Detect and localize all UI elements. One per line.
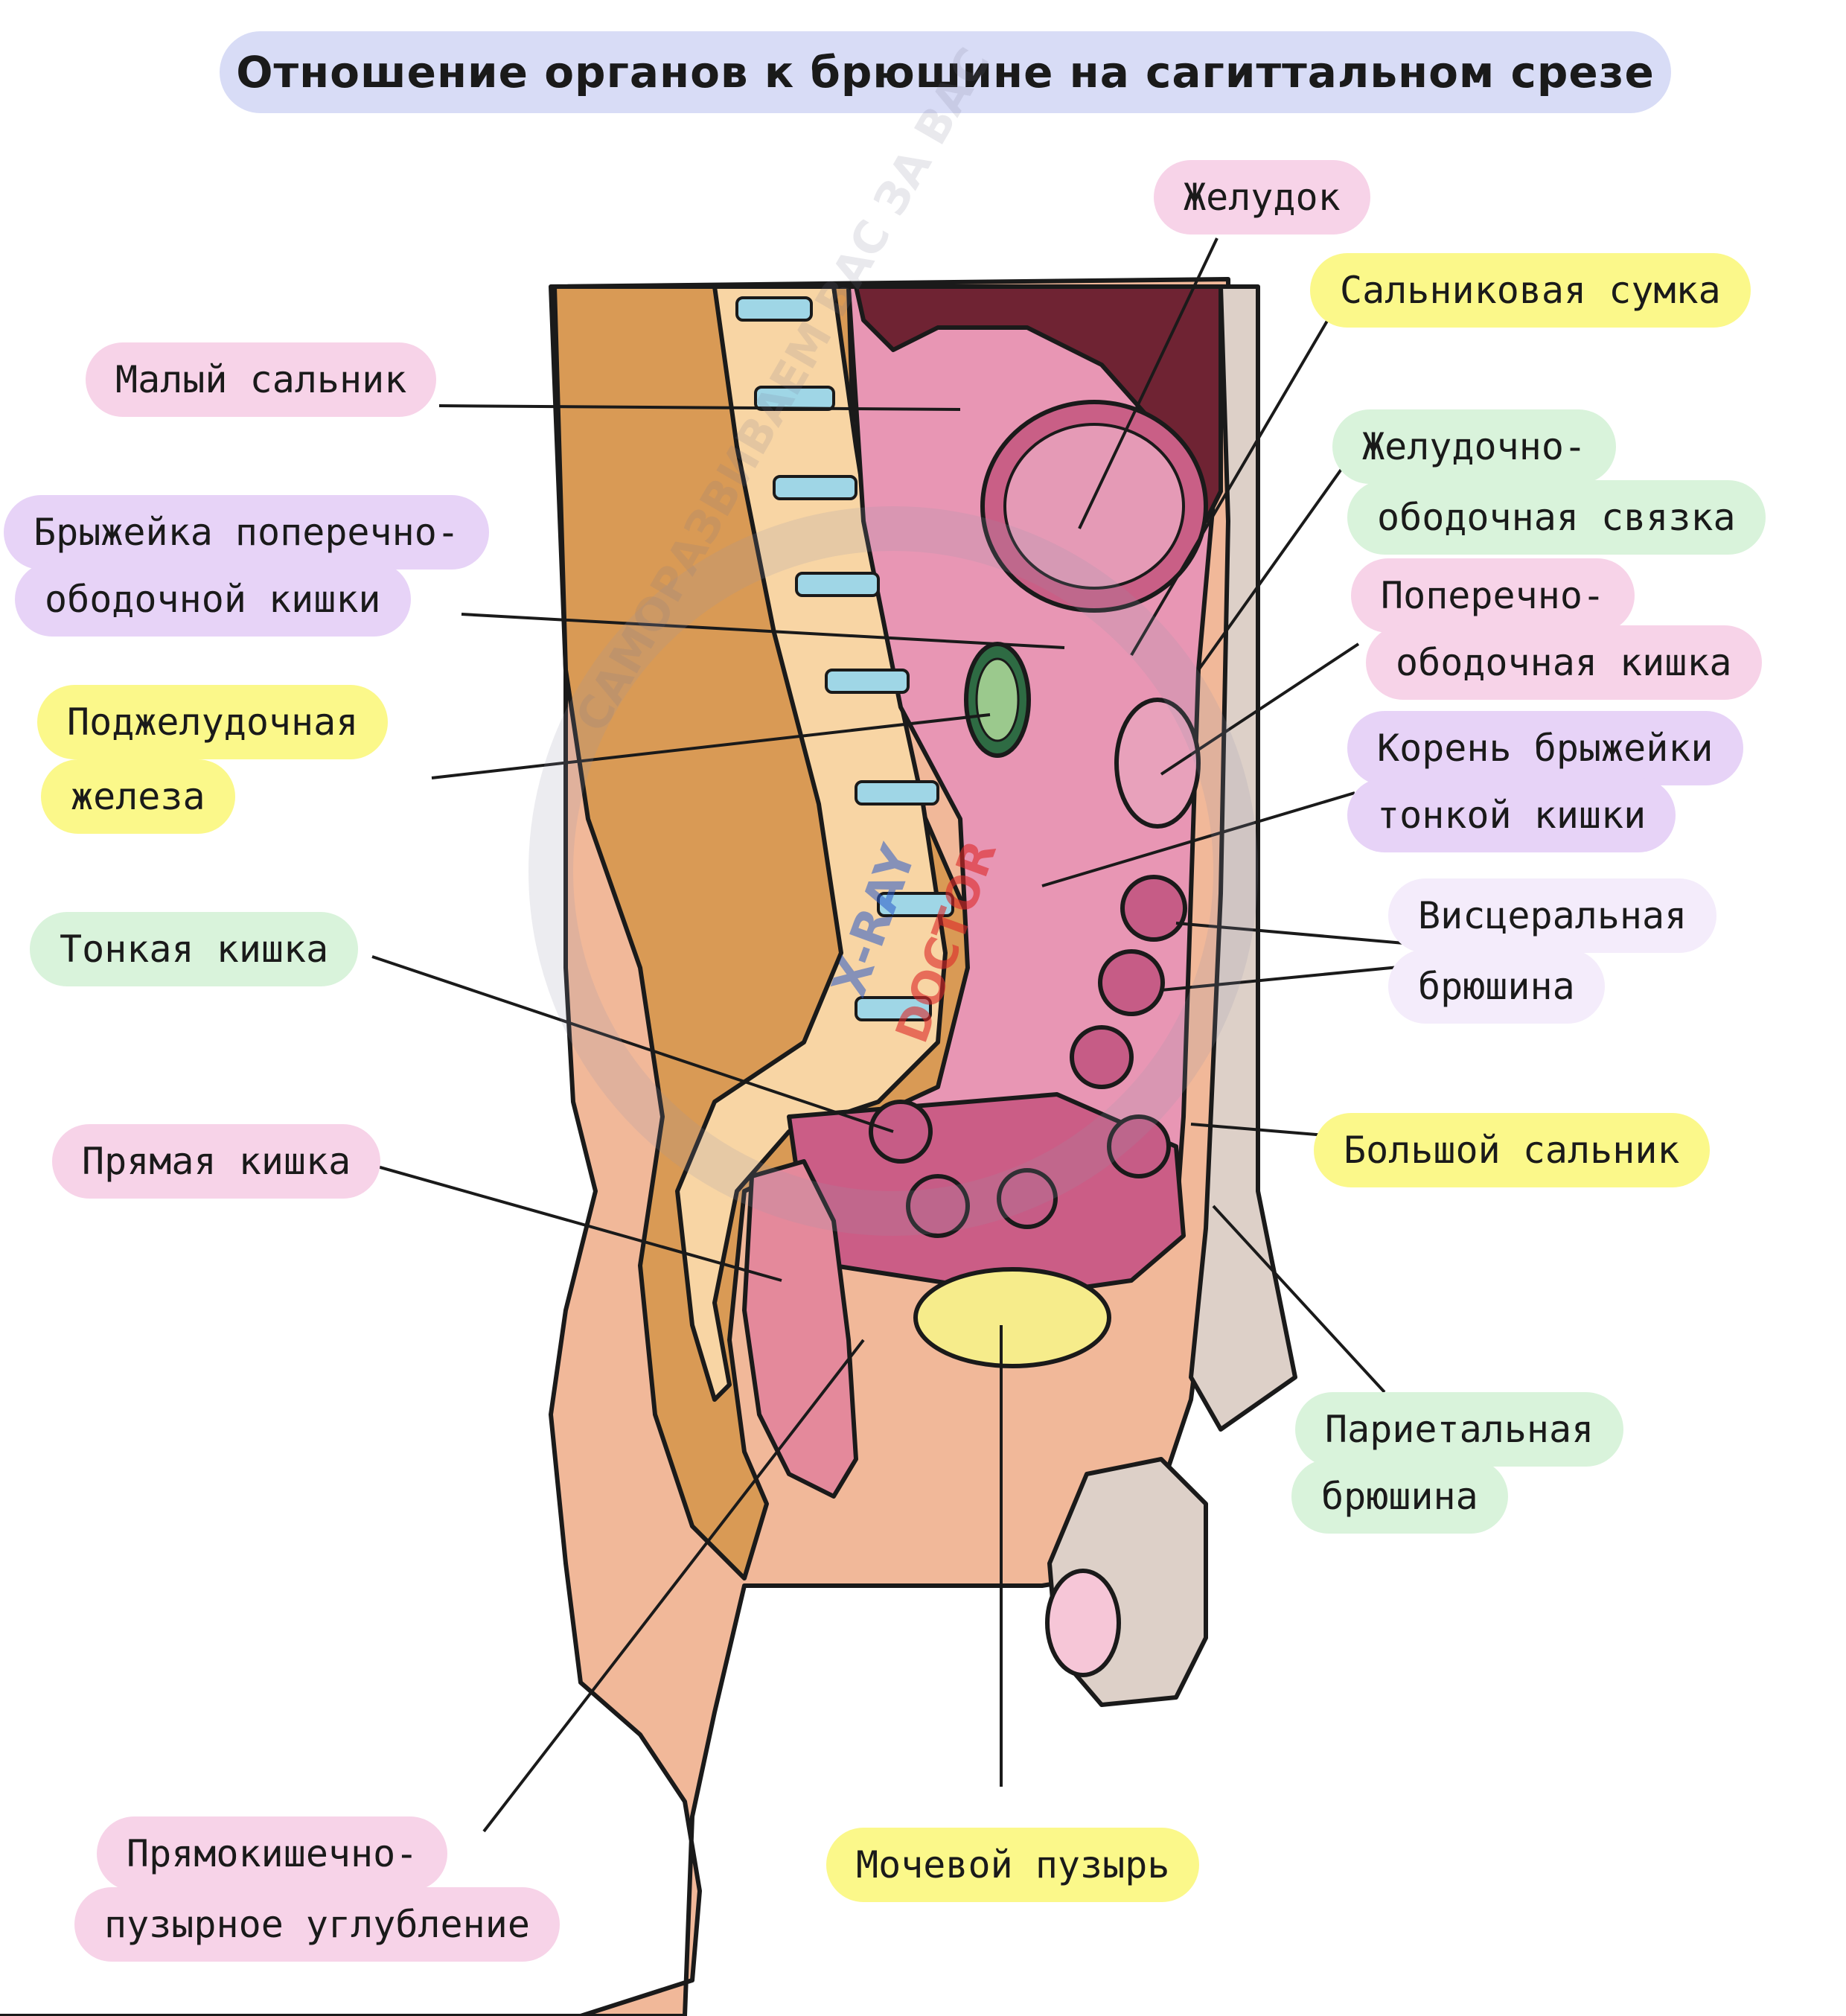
title-pill: Отношение органов к брюшине на сагитталь…: [220, 31, 1671, 113]
label-transverse-colon-1: Поперечно-: [1351, 558, 1635, 633]
label-rectovesical-2: пузырное углубление: [74, 1887, 560, 1962]
label-pancreas-1: Поджелудочная: [37, 685, 389, 759]
label-rectum: Прямая кишка: [52, 1124, 381, 1199]
label-mesentery-root-2: тонкой кишки: [1347, 778, 1676, 852]
label-pancreas-2: железа: [41, 759, 235, 834]
label-parietal-1: Париетальная: [1295, 1392, 1624, 1467]
bladder-organ: [913, 1267, 1111, 1368]
label-mesocolon-1: Брыжейка поперечно-: [4, 495, 489, 570]
liver: [854, 284, 1223, 523]
label-visceral-1: Висцеральная: [1388, 878, 1717, 953]
label-visceral-2: брюшина: [1388, 949, 1605, 1024]
label-gastrocolic-2: ободочная связка: [1347, 480, 1766, 555]
label-transverse-colon-2: ободочная кишка: [1366, 625, 1762, 700]
small-intestine-loops: [869, 875, 1187, 1238]
label-parietal-2: брюшина: [1291, 1459, 1508, 1534]
label-mesocolon-2: ободочной кишки: [15, 562, 411, 637]
label-greater-omentum: Большой сальник: [1314, 1113, 1710, 1187]
leader-lines: [371, 237, 1430, 1833]
page-title: Отношение органов к брюшине на сагитталь…: [236, 47, 1655, 98]
anterior-abdominal-wall: [1189, 284, 1297, 1432]
label-small-intestine: Тонкая кишка: [30, 912, 359, 986]
label-rectovesical-1: Прямокишечно-: [97, 1816, 448, 1891]
label-omental-bursa: Сальниковая сумка: [1310, 253, 1751, 328]
transverse-colon-organ: [1114, 698, 1201, 829]
watermark-ring: [528, 506, 1258, 1236]
label-mesentery-root-1: Корень брыжейки: [1347, 711, 1743, 785]
label-gastrocolic-1: Желудочно-: [1332, 409, 1617, 484]
label-stomach: Желудок: [1154, 160, 1370, 235]
label-bladder: Мочевой пузырь: [826, 1828, 1200, 1902]
label-lesser-omentum: Малый сальник: [86, 342, 437, 417]
intervertebral-discs: [735, 296, 954, 1021]
rectum-organ: [742, 1159, 858, 1499]
